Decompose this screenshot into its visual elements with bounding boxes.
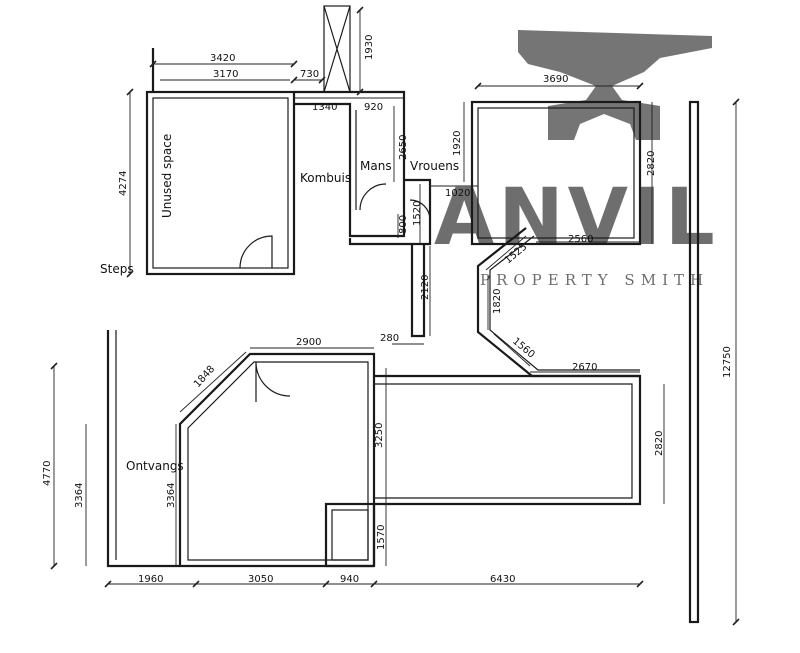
room-label-ontvangs: Ontvangs xyxy=(126,459,184,473)
logo-tagline: PROPERTY SMITH xyxy=(480,271,709,289)
dim-800: 800 xyxy=(398,215,409,234)
dim-3364-inner: 3364 xyxy=(166,483,177,508)
dim-1340: 1340 xyxy=(312,102,337,113)
room-ontvangs-walls xyxy=(106,330,376,568)
room-label-steps: Steps xyxy=(100,262,134,276)
dim-1848: 1848 xyxy=(192,364,217,390)
dim-2560: 2560 xyxy=(568,234,593,245)
dim-280: 280 xyxy=(380,333,399,344)
room-label-vrouens: Vrouens xyxy=(410,159,459,173)
kombuis-walls xyxy=(294,5,406,238)
long-wall-right xyxy=(688,100,700,624)
dim-2120: 2120 xyxy=(420,275,431,300)
dim-3420: 3420 xyxy=(210,53,235,64)
anvil-icon xyxy=(518,30,712,140)
dim-730: 730 xyxy=(300,69,319,80)
dim-3170: 3170 xyxy=(213,69,238,80)
room-labels: Unused space Kombuis Mans Vrouens Steps … xyxy=(100,134,459,473)
dim-4274: 4274 xyxy=(118,171,129,196)
dim-2820-right: 2820 xyxy=(654,431,665,456)
dim-1020: 1020 xyxy=(445,188,470,199)
dim-3050: 3050 xyxy=(248,574,273,585)
dim-920: 920 xyxy=(364,102,383,113)
dimension-lines xyxy=(53,10,737,622)
dim-6430: 6430 xyxy=(490,574,515,585)
dim-2650: 2650 xyxy=(398,135,409,160)
room-top-right-walls xyxy=(470,100,642,246)
room-label-kombuis: Kombuis xyxy=(300,171,351,185)
room-right-walls xyxy=(374,374,642,506)
dim-1570: 1570 xyxy=(376,525,387,550)
dim-1960: 1960 xyxy=(138,574,163,585)
dim-3250: 3250 xyxy=(374,423,385,448)
dim-940: 940 xyxy=(340,574,359,585)
logo-wordmark: ANVIL xyxy=(434,173,719,263)
room-unused-space-walls xyxy=(145,48,296,276)
dim-1930: 1930 xyxy=(364,35,375,60)
dim-12750: 12750 xyxy=(722,346,733,378)
dim-2670: 2670 xyxy=(572,362,597,373)
dim-1820: 1820 xyxy=(492,289,503,314)
dim-3690: 3690 xyxy=(543,74,568,85)
room-label-unused-space: Unused space xyxy=(160,134,174,218)
dim-1560: 1560 xyxy=(510,336,537,361)
dim-2900: 2900 xyxy=(296,337,321,348)
dim-1520: 1520 xyxy=(412,201,423,226)
dim-3364-left: 3364 xyxy=(74,483,85,508)
room-label-mans: Mans xyxy=(360,159,392,173)
dim-2820-top: 2820 xyxy=(646,151,657,176)
company-logo: ANVIL PROPERTY SMITH xyxy=(434,30,719,289)
dim-4770: 4770 xyxy=(42,461,53,486)
dimension-ticks xyxy=(50,6,740,626)
toilet-walls xyxy=(348,178,432,338)
dim-1920: 1920 xyxy=(452,131,463,156)
